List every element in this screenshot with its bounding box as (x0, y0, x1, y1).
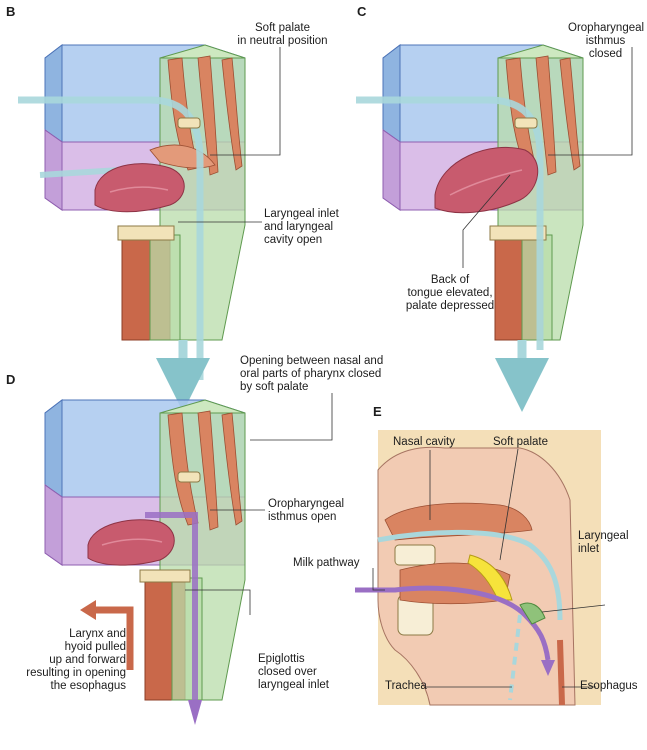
label-oropharyngeal-isthmus-closed: Oropharyngeal isthmus closed (568, 22, 645, 60)
panel-d-illustration (44, 398, 246, 725)
panel-e-illustration (355, 430, 601, 706)
label-nasal-cavity: Nasal cavity (393, 436, 455, 448)
label-soft-palate: Soft palate (493, 436, 548, 448)
panel-b-illustration (18, 43, 246, 412)
label-epiglottis-closed: Epiglottis closed over laryngeal inlet (258, 653, 329, 691)
panel-b-letter: B (6, 4, 16, 19)
panel-c-illustration (356, 43, 584, 412)
label-laryngeal-inlet-open: Laryngeal inlet and laryngeal cavity ope… (264, 208, 339, 246)
label-trachea: Trachea (385, 680, 427, 692)
label-oropharyngeal-isthmus-open: Oropharyngeal isthmus open (268, 498, 345, 523)
label-milk-pathway: Milk pathway (293, 557, 360, 569)
label-back-of-tongue: Back of tongue elevated, palate depresse… (405, 274, 495, 312)
label-opening-nasal-oral: Opening between nasal and oral parts of … (240, 355, 384, 393)
label-soft-palate-neutral: Soft palate in neutral position (237, 22, 328, 47)
label-esophagus: Esophagus (580, 680, 638, 692)
label-larynx-hyoid: Larynx and hyoid pulled up and forward r… (26, 628, 126, 692)
panel-d-letter: D (6, 372, 16, 387)
panel-c-letter: C (357, 4, 367, 19)
leader-lines (178, 47, 633, 688)
label-laryngeal-inlet: Laryngeal inlet (578, 530, 629, 555)
panel-e-letter: E (373, 404, 382, 419)
